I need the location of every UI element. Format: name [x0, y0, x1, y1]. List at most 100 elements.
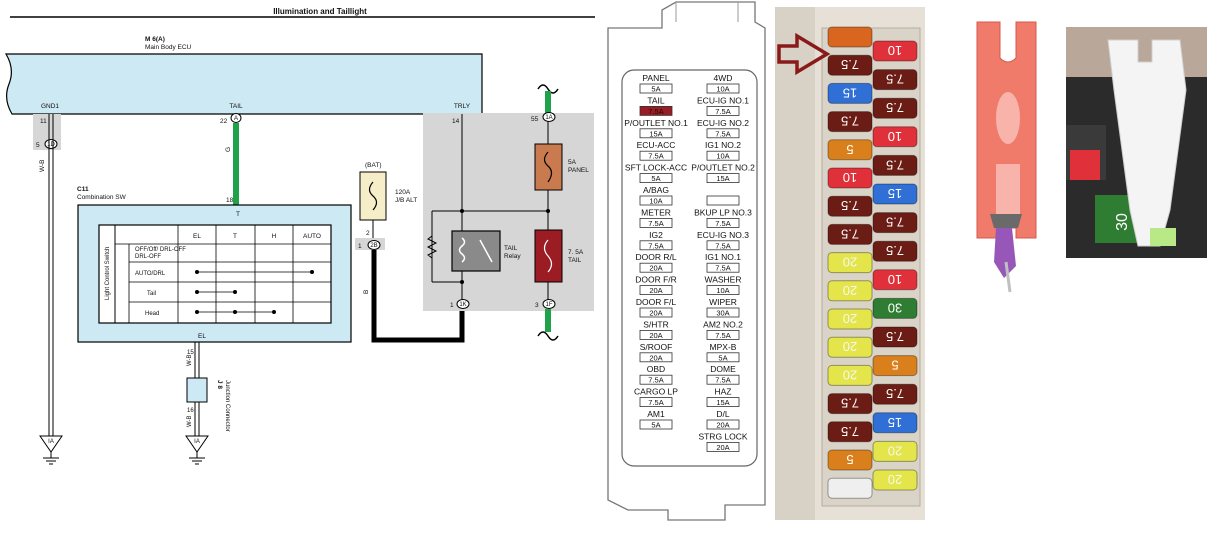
photo-fuse-left: [827, 336, 873, 358]
switch-side-label: Light Control Switch: [105, 247, 111, 300]
relay-connector-code: 1K: [459, 302, 466, 308]
bat-connector: [367, 240, 381, 250]
photo-fuse-left: [827, 280, 873, 302]
fuse-label-right: P/OUTLET NO.2: [691, 163, 755, 173]
ground-2-label: IA: [194, 439, 200, 445]
photo-fuse-left: [827, 223, 873, 245]
photo-fuse-label-right: 7.5: [886, 386, 904, 401]
fuse-label-left: TAIL: [647, 95, 665, 105]
tail-connector-code: A: [234, 116, 238, 122]
fuse-slot-right: [706, 329, 740, 340]
fuse-amp-right: 10A: [716, 85, 729, 94]
fuse-photo: 7.5157.55107.57.520202020207.57.55107.57…: [775, 7, 925, 520]
fuse-amp-left: 7.5A: [648, 152, 663, 161]
puller2-light-green-fuse: [1150, 228, 1176, 246]
puller-fuse-photo: 30: [1066, 27, 1207, 258]
photo-fuse-left: [827, 111, 873, 133]
fuse-slot-left: [639, 352, 673, 363]
ground-1-label: IA: [48, 439, 54, 445]
tail-fuse-amp: 7. 5A: [568, 249, 584, 256]
fuse-slot-right: [706, 128, 740, 139]
bat-label: (BAT): [365, 162, 382, 169]
purple-fuse: [994, 228, 1016, 278]
fuse-label-left: IG2: [649, 230, 663, 240]
photo-fuse-right: [872, 269, 918, 291]
relay-connector: [456, 299, 470, 309]
wire-break-top: [537, 84, 559, 94]
pin-1a: 1: [358, 243, 362, 250]
fuse-amp-left: 5A: [651, 85, 660, 94]
fuse-amp-right: 7.5A: [715, 241, 730, 250]
fuse-slot-left: [639, 262, 673, 273]
photo-fuse-right: [872, 97, 918, 119]
wire-color-bat: B: [363, 290, 370, 294]
fuse-label-right: STRG LOCK: [698, 431, 747, 441]
fuse-slot-right: [706, 106, 740, 116]
fuse-amp-right: 15A: [716, 174, 729, 183]
switch-row-off: OFF/Off/ DRL-OFF: [135, 247, 186, 253]
switch-row-off-2: DRL-OFF: [135, 254, 161, 260]
bat-fuse-element: [368, 181, 378, 211]
fuse-slot-right: [706, 352, 740, 363]
fuse-amp-right: 10A: [716, 286, 729, 295]
photo-fuse-left: [827, 477, 873, 499]
fuse-slot-left: [639, 150, 673, 161]
photo-fuse-label-left: 20: [843, 339, 857, 354]
photo-fuse-label-right: 30: [888, 300, 902, 315]
fuse-amp-left: 7.5A: [648, 219, 663, 228]
fuse-slot-left: [639, 83, 673, 94]
fuse-slot-left: [639, 195, 673, 206]
photo-fuse-label-left: 7.5: [841, 396, 859, 411]
fuse-puller-window: [996, 92, 1020, 144]
relay-node: [460, 280, 464, 284]
fusebox-panel: [621, 69, 758, 467]
ecu-id: M 6(A): [145, 36, 165, 43]
fuse-label-left: A/BAG: [643, 185, 669, 195]
pin-18: 18: [226, 197, 234, 204]
fuse-amp-left: 20A: [649, 309, 662, 318]
fuse-amp-left: 20A: [649, 353, 662, 362]
photo-fuse-right: [872, 126, 918, 148]
relay-node: [460, 209, 464, 213]
fuse-label-left: ECU-ACC: [637, 140, 676, 150]
ecu-pin-gnd1: GND1: [41, 103, 59, 110]
fuse-amp-right: 7.5A: [715, 376, 730, 385]
fuse-label-right: IG1 NO.1: [705, 252, 741, 262]
photo-fuse-label-right: 15: [888, 415, 902, 430]
contact-dot: [233, 290, 237, 294]
pin-14: 14: [452, 118, 460, 125]
fuse-label-left: OBD: [647, 364, 665, 374]
photo-fuse-left: [827, 421, 873, 443]
fuse-slot-left: [639, 419, 673, 430]
photo-fuse-left: [827, 364, 873, 386]
fuse-amp-right: 7.5A: [715, 264, 730, 273]
fuse-label-left: METER: [641, 207, 671, 217]
photo-fuse-label-left: 10: [843, 170, 857, 185]
switch-col-auto: AUTO: [303, 233, 321, 240]
photo-fuse-label-right: 10: [888, 129, 902, 144]
fuse-amp-right: 20A: [716, 443, 729, 452]
panel-fuse-amp: 5A: [568, 159, 577, 166]
pin-11: 11: [40, 118, 47, 125]
fuse-amp-left: 20A: [649, 331, 662, 340]
photo-fuse-left: [827, 82, 873, 104]
photo-fuse-label-left: 5: [846, 452, 853, 467]
pin-16: 16: [187, 408, 194, 414]
fuse-amp-left: 20A: [649, 286, 662, 295]
fuse-amp-right: 10A: [716, 152, 729, 161]
fuse-amp-left: 7.5A: [648, 241, 663, 250]
fuse-label-right: AM2 NO.2: [703, 319, 743, 329]
fuse-amp-left: 5A: [651, 174, 660, 183]
fuse-label-left: DOOR F/R: [635, 275, 677, 285]
photo-fuse-label-right: 7.5: [886, 72, 904, 87]
fuse-slot-left: [639, 106, 673, 116]
fuse-slot-left: [639, 285, 673, 296]
photo-fuse-right: [872, 297, 918, 319]
wire-break-bottom: [537, 331, 559, 341]
photo-fuse-label-left: 7.5: [841, 424, 859, 439]
switch-col-h: H: [272, 233, 277, 240]
photo-fuse-label-right: 20: [888, 472, 902, 487]
panel-fuse-name: PANEL: [568, 167, 589, 174]
fuse-label-left: DOOR R/L: [635, 252, 676, 262]
